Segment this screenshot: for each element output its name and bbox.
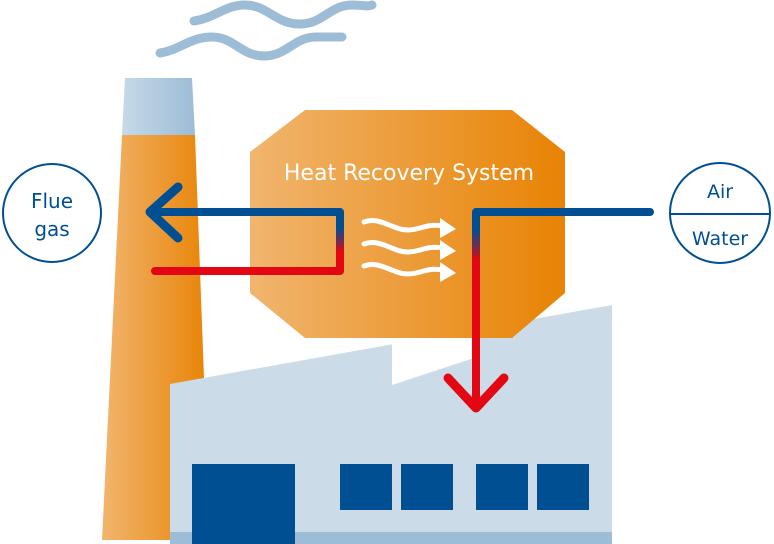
window-1 xyxy=(340,464,392,510)
roof-notch xyxy=(392,330,480,385)
flue-gas-circle xyxy=(2,163,102,263)
flue-pipe-hot-segment xyxy=(151,248,344,275)
air-arrow-head xyxy=(443,373,509,413)
heat-arrow-1 xyxy=(361,218,456,238)
heat-arrow-2 xyxy=(361,240,456,260)
air-label: Air xyxy=(707,181,733,203)
flue-gas-pipe xyxy=(145,182,344,275)
window-3 xyxy=(476,464,528,510)
air-pipe-cold-segment xyxy=(472,208,654,236)
factory-building xyxy=(170,305,612,544)
window-4 xyxy=(537,464,589,510)
chimney-top xyxy=(122,78,195,135)
smoke-waves xyxy=(155,0,377,61)
heat-transfer-arrows xyxy=(361,218,456,282)
water-label: Water xyxy=(692,228,748,250)
air-water-pipe xyxy=(443,208,654,413)
heat-arrow-3 xyxy=(361,262,456,282)
smoke-wave-bottom xyxy=(155,32,347,61)
window-2 xyxy=(401,464,453,510)
smoke-wave-top xyxy=(189,0,377,29)
flue-arrow-head xyxy=(145,182,183,243)
heat-recovery-title: Heat Recovery System xyxy=(284,161,534,186)
flue-gas-label-line1: Flue xyxy=(31,189,73,213)
flue-gas-label-line2: gas xyxy=(34,217,69,241)
heat-recovery-unit xyxy=(250,110,565,338)
door xyxy=(192,464,295,544)
flue-gas-node: Flue gas xyxy=(2,163,102,263)
air-water-node: Air Water xyxy=(669,162,771,264)
